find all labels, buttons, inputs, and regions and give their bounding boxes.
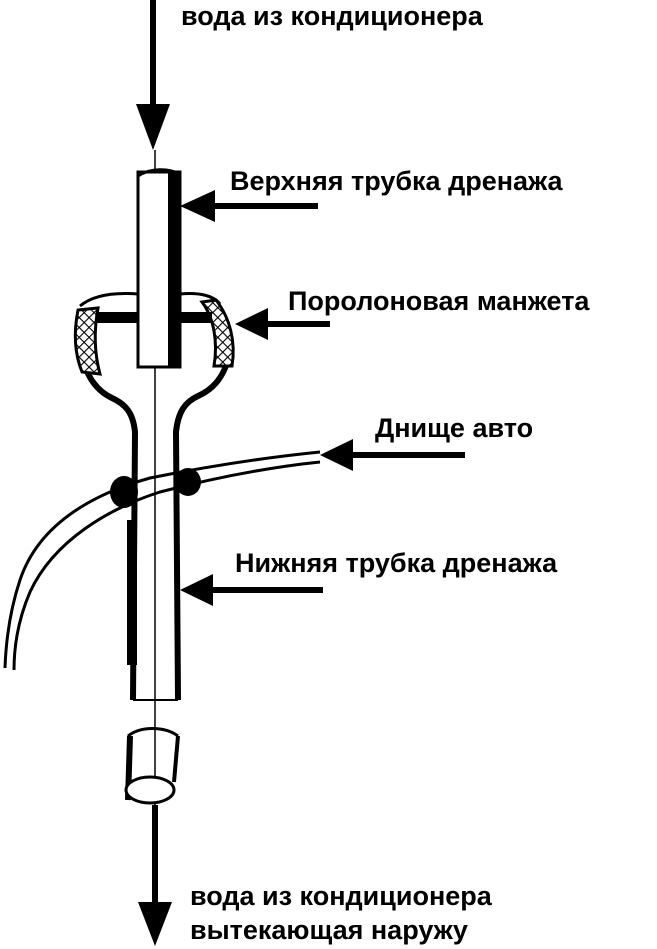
label-upper-tube: Верхняя трубка дренажа: [230, 166, 564, 196]
pointer-foam-cuff: [235, 308, 330, 340]
pointer-lower-tube: [180, 574, 323, 606]
label-water-in: вода из кондиционера: [181, 1, 484, 31]
grommet: [110, 468, 201, 508]
pointer-car-bottom: [320, 439, 465, 471]
label-lower-tube: Нижняя трубка дренажа: [235, 548, 558, 578]
label-foam-cuff: Поролоновая манжета: [288, 286, 590, 316]
label-water-out-line1: вода из кондиционера: [190, 881, 493, 911]
upper-drain-tube: [136, 168, 182, 369]
tube-end-piece: [124, 727, 180, 805]
water-out-arrow: [138, 805, 172, 946]
car-bottom: [3, 450, 321, 671]
pointer-upper-tube: [180, 190, 318, 222]
label-car-bottom: Днище авто: [375, 413, 533, 443]
water-in-arrow: [136, 0, 170, 150]
foam-cuff: [73, 292, 235, 376]
label-water-out-line2: вытекающая наружу: [190, 915, 468, 945]
